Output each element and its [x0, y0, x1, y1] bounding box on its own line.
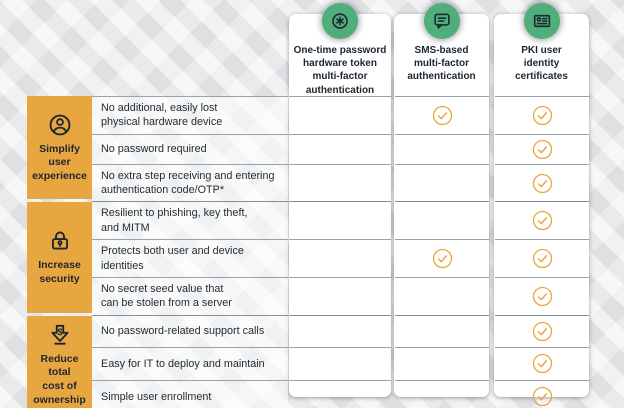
check-icon	[532, 173, 553, 194]
check-cell-sms-mfa	[395, 278, 489, 316]
check-icon	[432, 248, 453, 269]
check-icon	[532, 286, 553, 307]
asterisk-icon	[322, 3, 358, 39]
category-increase-security: Increase security	[27, 202, 92, 315]
svg-text:$: $	[57, 326, 62, 336]
check-cell-sms-mfa	[395, 316, 489, 349]
check-cell-pki-certificates	[495, 240, 589, 278]
certificate-icon	[523, 3, 560, 39]
check-cell-otp-hardware-token	[289, 278, 391, 316]
check-cell-otp-hardware-token	[289, 165, 391, 203]
category-label: Simplify user experience	[32, 142, 87, 183]
column-header-label: SMS-based multi-factor authentication	[407, 45, 476, 83]
check-cell-pki-certificates	[495, 316, 589, 349]
check-icon	[532, 210, 553, 231]
check-cell-otp-hardware-token	[289, 348, 391, 381]
check-cell-sms-mfa	[395, 381, 489, 408]
check-cell-otp-hardware-token	[289, 240, 391, 278]
check-cell-pki-certificates	[495, 381, 589, 408]
feature-row-label: No extra step receiving and entering aut…	[92, 164, 288, 203]
feature-row-label: No password required	[92, 134, 288, 165]
feature-row-label: Protects both user and device identities	[92, 240, 288, 278]
lock-icon	[47, 228, 73, 254]
check-cell-pki-certificates	[495, 135, 589, 165]
category-simplify-user-experience: Simplify user experience	[27, 96, 92, 202]
check-cell-sms-mfa	[395, 348, 489, 381]
check-cell-sms-mfa	[395, 240, 489, 278]
cost-reduction-icon: $	[47, 322, 73, 348]
category-label: Increase security	[38, 259, 81, 286]
check-cell-otp-hardware-token	[289, 96, 391, 135]
check-cell-pki-certificates	[495, 165, 589, 203]
sms-icon	[423, 3, 460, 39]
feature-row-label: Resilient to phishing, key theft, and MI…	[92, 202, 288, 241]
check-icon	[532, 353, 553, 374]
check-cell-sms-mfa	[395, 135, 489, 165]
check-cell-sms-mfa	[395, 96, 489, 135]
feature-row-label: No secret seed value that can be stolen …	[92, 277, 288, 316]
category-label: Reduce total cost of ownership	[33, 352, 86, 406]
feature-row-label: Easy for IT to deploy and maintain	[92, 348, 288, 381]
group-increase-security: Increase security Resilient to phishing, …	[27, 202, 589, 316]
check-cell-otp-hardware-token	[289, 135, 391, 165]
check-cell-pki-certificates	[495, 202, 589, 241]
check-cell-pki-certificates	[495, 278, 589, 316]
check-cell-pki-certificates	[495, 348, 589, 381]
check-cell-sms-mfa	[395, 202, 489, 241]
check-cell-pki-certificates	[495, 96, 589, 135]
check-cell-otp-hardware-token	[289, 316, 391, 349]
check-icon	[532, 139, 553, 160]
check-icon	[532, 105, 553, 126]
feature-row-label: Simple user enrollment	[92, 380, 288, 408]
category-reduce-total-cost-of-ownership: $ Reduce total cost of ownership	[27, 315, 92, 408]
check-icon	[432, 105, 453, 126]
user-icon	[47, 112, 73, 138]
column-header-label: One-time password hardware token multi-f…	[293, 45, 387, 96]
feature-row-label: No additional, easily lost physical hard…	[92, 96, 288, 135]
feature-row-label: No password-related support calls	[92, 315, 288, 349]
check-icon	[532, 321, 553, 342]
column-header-label: PKI user identity certificates	[515, 45, 568, 83]
column-card-otp-hardware-token: One-time password hardware token multi-f…	[289, 3, 391, 397]
check-icon	[532, 248, 553, 269]
check-icon	[532, 386, 553, 407]
check-cell-otp-hardware-token	[289, 381, 391, 408]
check-cell-sms-mfa	[395, 165, 489, 203]
column-card-sms-mfa: SMS-based multi-factor authentication	[394, 3, 489, 397]
check-cell-otp-hardware-token	[289, 202, 391, 241]
